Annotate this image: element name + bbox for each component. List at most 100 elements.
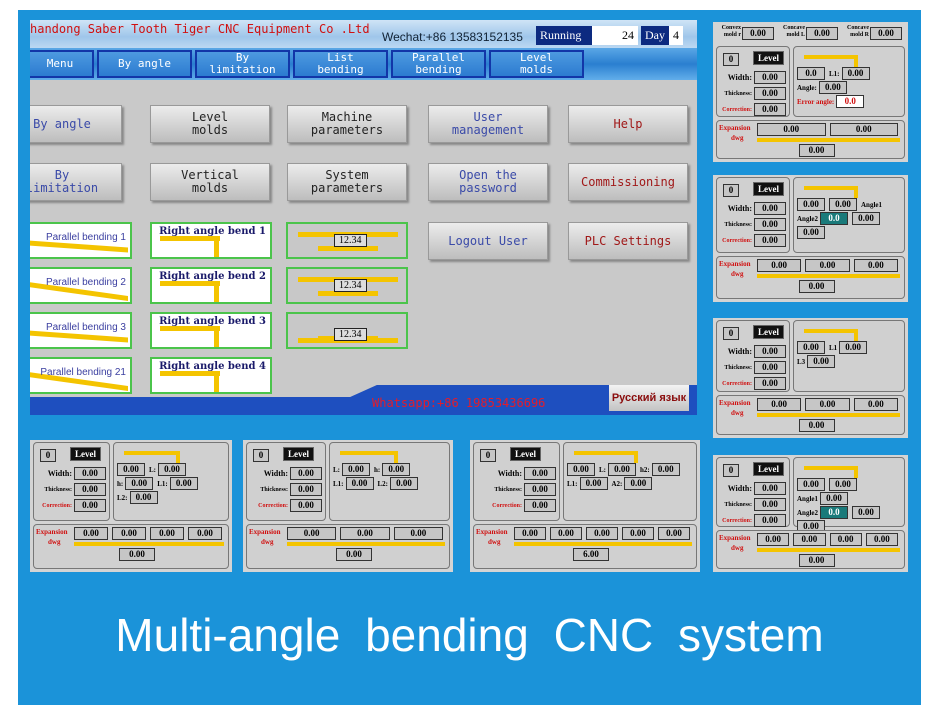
param-field[interactable]: 0.00 xyxy=(624,477,653,490)
mold-shape-thumbnail[interactable]: 12.34 xyxy=(286,267,408,304)
param-field[interactable]: 0.00 xyxy=(797,478,825,491)
level-index-field[interactable]: 0 xyxy=(480,449,496,462)
thickness-field[interactable]: 0.00 xyxy=(524,483,556,496)
param-field[interactable]: 0.00 xyxy=(852,506,880,519)
param-field[interactable]: 0.0 xyxy=(797,67,825,80)
level-index-field[interactable]: 0 xyxy=(253,449,269,462)
expansion-total-field[interactable]: 0.00 xyxy=(798,554,835,567)
thickness-field[interactable]: 0.00 xyxy=(74,483,106,496)
parallel-bending-thumbnail[interactable]: Parallel bending 21 xyxy=(30,357,132,394)
expansion-segment-field[interactable]: 0.00 xyxy=(853,259,898,272)
expansion-segment-field[interactable]: 0.00 xyxy=(550,527,582,540)
expansion-segment-field[interactable]: 0.00 xyxy=(188,527,222,540)
param-field[interactable]: 0.00 xyxy=(820,492,848,505)
param-field[interactable]: 0.00 xyxy=(342,463,370,476)
expansion-segment-field[interactable]: 0.00 xyxy=(757,259,802,272)
menu-button-open-the-password[interactable]: Open the password xyxy=(428,163,548,201)
level-button[interactable]: Level xyxy=(753,182,784,196)
menu-tab-by-angle[interactable]: By angle xyxy=(97,50,192,78)
menu-button-machine-parameters[interactable]: Machine parameters xyxy=(287,105,407,143)
menu-button-vertical-molds[interactable]: Vertical molds xyxy=(150,163,270,201)
menu-button-level-molds[interactable]: Level molds xyxy=(150,105,270,143)
mold-value-field[interactable]: 0.00 xyxy=(870,27,902,40)
param-field[interactable]: 0.00 xyxy=(579,477,608,490)
width-field[interactable]: 0.00 xyxy=(290,467,322,480)
param-field[interactable]: 0.00 xyxy=(125,477,154,490)
menu-button-logout-user[interactable]: Logout User xyxy=(428,222,548,260)
expansion-segment-field[interactable]: 0.00 xyxy=(805,259,850,272)
width-field[interactable]: 0.00 xyxy=(754,482,786,495)
mold-value-field[interactable]: 0.00 xyxy=(742,27,774,40)
level-index-field[interactable]: 0 xyxy=(723,53,739,66)
param-field[interactable]: 0.00 xyxy=(797,341,825,354)
level-button[interactable]: Level xyxy=(510,447,541,461)
param-field[interactable]: 0.00 xyxy=(841,67,870,80)
param-field[interactable]: 0.00 xyxy=(651,463,680,476)
expansion-segment-field[interactable]: 0.00 xyxy=(74,527,108,540)
expansion-total-field[interactable]: 0.00 xyxy=(119,548,155,561)
correction-field[interactable]: 0.00 xyxy=(524,499,556,512)
menu-tab-by-limitation[interactable]: By limitation xyxy=(195,50,290,78)
expansion-segment-field[interactable]: 0.00 xyxy=(793,533,826,546)
level-index-field[interactable]: 0 xyxy=(40,449,56,462)
expansion-total-field[interactable]: 0.00 xyxy=(336,548,372,561)
correction-field[interactable]: 0.00 xyxy=(754,514,786,527)
expansion-segment-field[interactable]: 0.00 xyxy=(829,533,862,546)
param-field[interactable]: 0.00 xyxy=(807,355,836,368)
expansion-segment-field[interactable]: 0.00 xyxy=(586,527,618,540)
expansion-segment-field[interactable]: 0.00 xyxy=(150,527,184,540)
param-field[interactable]: 0.00 xyxy=(567,463,595,476)
russian-language-button[interactable]: Русский язык xyxy=(609,385,689,411)
level-button[interactable]: Level xyxy=(753,325,784,339)
param-field[interactable]: 0.00 xyxy=(797,198,825,211)
param-field[interactable]: 0.00 xyxy=(158,463,186,476)
expansion-total-field[interactable]: 0.00 xyxy=(798,144,835,157)
menu-button-by-limitation[interactable]: By limitation xyxy=(30,163,122,201)
menu-button-by-angle[interactable]: By angle xyxy=(30,105,122,143)
thickness-field[interactable]: 0.00 xyxy=(754,361,786,374)
level-index-field[interactable]: 0 xyxy=(723,184,739,197)
correction-field[interactable]: 0.00 xyxy=(754,234,786,247)
correction-field[interactable]: 0.00 xyxy=(290,499,322,512)
level-button[interactable]: Level xyxy=(753,51,784,65)
param-field[interactable]: 0.0 xyxy=(820,506,848,519)
width-field[interactable]: 0.00 xyxy=(524,467,556,480)
expansion-segment-field[interactable]: 0.00 xyxy=(340,527,390,540)
thickness-field[interactable]: 0.00 xyxy=(754,218,786,231)
level-button[interactable]: Level xyxy=(753,462,784,476)
expansion-segment-field[interactable]: 0.00 xyxy=(805,398,850,411)
param-field[interactable]: 0.00 xyxy=(797,226,825,239)
width-field[interactable]: 0.00 xyxy=(754,345,786,358)
param-field[interactable]: 0.00 xyxy=(839,341,868,354)
expansion-total-field[interactable]: 0.00 xyxy=(798,280,835,293)
width-field[interactable]: 0.00 xyxy=(754,71,786,84)
menu-button-help[interactable]: Help xyxy=(568,105,688,143)
level-index-field[interactable]: 0 xyxy=(723,464,739,477)
param-field[interactable]: 0.00 xyxy=(852,212,880,225)
level-index-field[interactable]: 0 xyxy=(723,327,739,340)
param-field[interactable]: 0.00 xyxy=(829,198,857,211)
expansion-total-field[interactable]: 6.00 xyxy=(573,548,609,561)
param-field[interactable]: 0.00 xyxy=(129,491,158,504)
parallel-bending-thumbnail[interactable]: Parallel bending 3 xyxy=(30,312,132,349)
parallel-bending-thumbnail[interactable]: Parallel bending 1 xyxy=(30,222,132,259)
correction-field[interactable]: 0.00 xyxy=(754,377,786,390)
expansion-segment-field[interactable]: 0.00 xyxy=(514,527,546,540)
thickness-field[interactable]: 0.00 xyxy=(754,87,786,100)
mold-shape-thumbnail[interactable]: 12.34 xyxy=(286,222,408,259)
param-field[interactable]: 0.0 xyxy=(820,212,848,225)
correction-field[interactable]: 0.00 xyxy=(754,103,786,116)
menu-button-user-management[interactable]: User management xyxy=(428,105,548,143)
menu-tab-parallel-bending[interactable]: Parallel bending xyxy=(391,50,486,78)
param-field[interactable]: 0.00 xyxy=(345,477,374,490)
param-field[interactable]: 0.00 xyxy=(382,463,411,476)
param-field[interactable]: 0.0 xyxy=(836,95,865,108)
mold-value-field[interactable]: 0.00 xyxy=(806,27,838,40)
level-button[interactable]: Level xyxy=(283,447,314,461)
expansion-segment-field[interactable]: 0.00 xyxy=(112,527,146,540)
right-angle-bend-thumbnail[interactable]: Right angle bend 4 xyxy=(150,357,272,394)
param-field[interactable]: 0.00 xyxy=(117,463,145,476)
menu-tab-menu[interactable]: Menu xyxy=(30,50,94,78)
right-angle-bend-thumbnail[interactable]: Right angle bend 3 xyxy=(150,312,272,349)
expansion-segment-field[interactable]: 0.00 xyxy=(853,398,898,411)
